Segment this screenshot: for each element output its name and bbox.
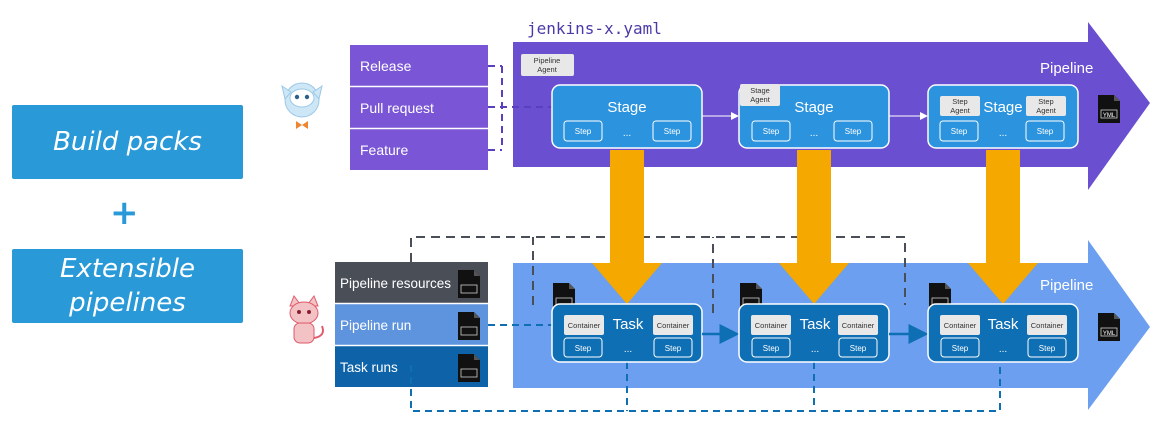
task-3-container-b-label: Container [1031,321,1064,330]
stage-2-ellipsis: ... [810,128,818,139]
task-3-step-b-label: Step [1039,344,1056,353]
extensible-pipelines-box: Extensible pipelines [12,249,243,323]
task-1-step-b-label: Step [665,344,682,353]
blue-dashed-connectors [410,324,1001,412]
task-2-container-b-label: Container [842,321,875,330]
task-1-ellipsis: ... [624,344,632,355]
task-3-container-b [1027,315,1067,335]
stage-1-step-b-label: Step [664,127,681,136]
menu-yml-icon-3 [457,353,481,383]
task-2-label: Task [800,316,831,333]
step-agent-b-line2: Agent [1036,106,1057,115]
stage-2-label: Stage [794,99,833,116]
step-agent-badge-b [1026,96,1066,116]
pipeline-agent-line1: Pipeline [534,56,561,65]
menu-pull-request [350,87,488,128]
step-agent-a-line1: Step [952,97,967,106]
step-agent-badge-a [940,96,980,116]
bottom-yml-label: YML [1103,331,1116,337]
top-file-title: jenkins-x.yaml [527,19,662,38]
menu-task-runs-label: Task runs [340,360,398,375]
task-2-container-a [751,315,791,335]
task-3-step-a [940,337,980,358]
menu-release-label: Release [360,58,412,74]
stage-1-ellipsis: ... [623,128,631,139]
task-2-container-b [838,315,878,335]
task-1-container-b-label: Container [657,321,690,330]
step-agent-a-line2: Agent [950,106,971,115]
task-1-container-b [653,315,693,335]
stage-3-step-b-label: Step [1037,127,1054,136]
extensible-label-line2: pipelines [69,288,186,318]
task-1-step-a [563,337,603,358]
task-1-container-a-label: Container [568,321,601,330]
stage-agent-line1: Stage [750,86,770,95]
menu-yml-icon-2 [457,311,481,341]
top-yml-label: YML [1103,113,1116,119]
bottom-pipeline-label: Pipeline [1040,277,1093,294]
stage-2-step-a [751,120,791,142]
task-2-step-b-label: Step [850,344,867,353]
menu-feature [350,129,488,170]
pipeline-agent-badge [521,54,574,76]
orange-arrows [592,150,1038,304]
jenkins-x-mascot-icon [281,82,323,129]
menu-pipeline-run-label: Pipeline run [340,318,411,333]
menu-pipeline-resources-label: Pipeline resources [340,276,451,291]
build-packs-box: Build packs [12,105,243,179]
stage-3-step-a [939,120,979,142]
stage-2-step-b-label: Step [845,127,862,136]
orange-arrow-1 [592,150,662,304]
stage-1-step-a-label: Step [575,127,592,136]
stage-1-step-b [652,120,692,142]
task-3-ellipsis: ... [999,344,1007,355]
task-1-step-b [653,337,693,358]
stage-agent-line2: Agent [750,95,771,104]
orange-arrow-2 [779,150,849,304]
task-2-container-a-label: Container [755,321,788,330]
build-packs-label: Build packs [53,127,202,157]
menu-release [350,45,488,86]
stage-3-ellipsis: ... [999,128,1007,139]
pipeline-agent-line2: Agent [537,65,558,74]
task-2-step-a-label: Step [763,344,780,353]
task-2-ellipsis: ... [811,344,819,355]
menu-feature-label: Feature [360,142,408,158]
task-3-container-a [940,315,980,335]
task-3-step-a-label: Step [952,344,969,353]
step-agent-b-line1: Step [1038,97,1053,106]
orange-arrow-3 [968,150,1038,304]
plus-sign: + [110,193,139,233]
stage-3-step-a-label: Step [951,127,968,136]
gray-dashed-overlays [410,236,906,313]
stage-1-label: Stage [607,99,646,116]
task-2-step-a [751,337,791,358]
top-dashed-connectors [488,65,552,151]
task-1-container-a [564,315,604,335]
stage-agent-badge [740,84,780,106]
task-3-container-a-label: Container [944,321,977,330]
task-2-step-b [838,337,878,358]
extensible-label-line1: Extensible [60,254,195,284]
task-3-label: Task [988,316,1019,333]
stage-2-step-a-label: Step [763,127,780,136]
task-3-step-b [1027,337,1067,358]
task-1-step-a-label: Step [575,344,592,353]
stage-3-step-b [1025,120,1065,142]
stage-3-label: Stage [983,99,1022,116]
menu-pull-request-label: Pull request [360,100,434,116]
task-1-label: Task [613,316,644,333]
top-pipeline-label: Pipeline [1040,60,1093,77]
menu-yml-icon-1 [457,269,481,299]
stage-2-step-b [833,120,873,142]
stage-1-step-a [563,120,603,142]
tekton-cat-mascot-icon [289,294,324,344]
